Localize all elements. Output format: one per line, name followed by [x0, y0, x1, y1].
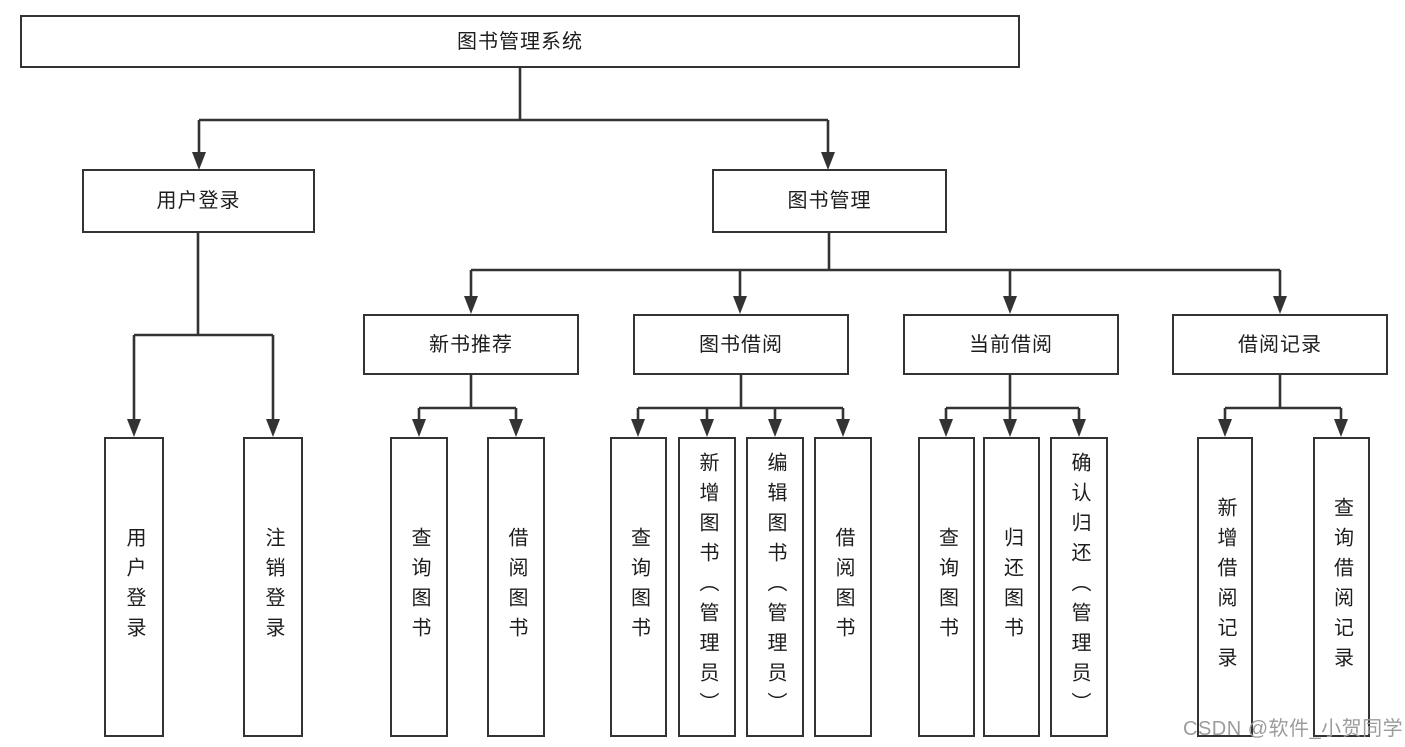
node-new-book-recommend: 新书推荐: [363, 314, 579, 375]
node-user-login: 用户登录: [82, 169, 315, 233]
arrowheads-new-book: [412, 419, 523, 437]
node-edit-books-admin: 编辑图书（管理员）: [746, 437, 804, 737]
node-query-books-borrowing: 查询图书: [610, 437, 667, 737]
arrowheads-book-borrowing: [631, 419, 850, 437]
csdn-watermark: CSDN @软件_小贺同学: [1183, 718, 1404, 740]
connector-book-management-branch: [464, 233, 1287, 314]
arrowheads-borrowing-records: [1218, 419, 1348, 437]
node-borrowing-records: 借阅记录: [1172, 314, 1388, 375]
arrowheads-user-login: [127, 419, 280, 437]
node-user-login-leaf: 用户登录: [104, 437, 164, 737]
connector-root-to-level2: [192, 68, 835, 170]
node-logout: 注销登录: [243, 437, 303, 737]
node-confirm-return-admin: 确认归还（管理员）: [1050, 437, 1108, 737]
node-current-borrowing: 当前借阅: [903, 314, 1119, 375]
connector-book-borrowing-branch: [631, 375, 850, 437]
connector-new-book-branch: [412, 375, 523, 437]
connector-user-login-branch: [127, 233, 280, 437]
node-add-borrow-record: 新增借阅记录: [1197, 437, 1253, 737]
node-borrow-books-borrowing: 借阅图书: [814, 437, 872, 737]
node-query-books-current: 查询图书: [918, 437, 975, 737]
connector-borrowing-records-branch: [1218, 375, 1348, 437]
node-book-borrowing: 图书借阅: [633, 314, 849, 375]
node-add-books-admin: 新增图书（管理员）: [678, 437, 736, 737]
connector-current-borrowing-branch: [939, 375, 1086, 437]
node-query-books-recommend: 查询图书: [390, 437, 448, 737]
node-return-books: 归还图书: [983, 437, 1040, 737]
node-borrow-books-recommend: 借阅图书: [487, 437, 545, 737]
arrowheads-level2: [192, 152, 835, 170]
node-book-management: 图书管理: [712, 169, 947, 233]
arrowheads-level3: [464, 296, 1287, 314]
node-library-system: 图书管理系统: [20, 15, 1020, 68]
node-query-borrow-record: 查询借阅记录: [1313, 437, 1370, 737]
arrowheads-current-borrowing: [939, 419, 1086, 437]
